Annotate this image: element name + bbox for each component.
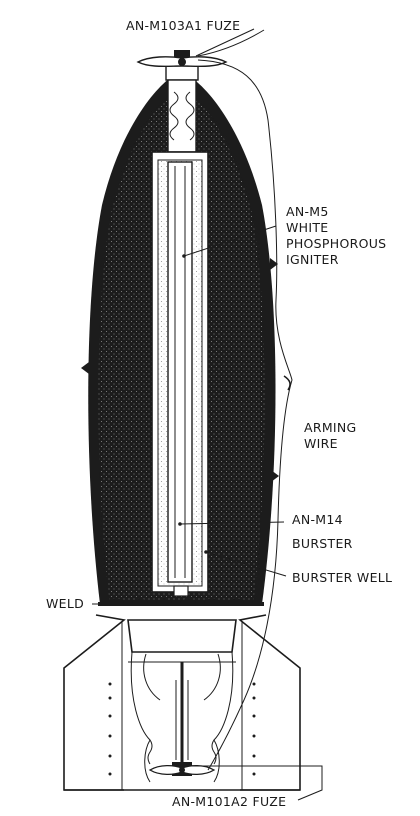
burster: [167, 161, 193, 597]
label-nose-fuze: AN-M103A1 FUZE: [126, 18, 240, 33]
suspension-lugs: [81, 258, 279, 482]
label-igniter-4: IGNITER: [286, 252, 339, 267]
nose-fuze: [136, 50, 228, 153]
weld-seam: [98, 598, 264, 606]
label-igniter-3: PHOSPHOROUS: [286, 236, 386, 251]
arming-wire: [197, 29, 293, 771]
label-burster-1: AN-M14: [292, 512, 343, 527]
label-tail-fuze: AN-M101A2 FUZE: [172, 794, 286, 809]
label-burster-2: BURSTER: [292, 536, 353, 551]
label-igniter-1: AN-M5: [286, 204, 329, 219]
label-igniter-2: WHITE: [286, 220, 328, 235]
rivets-left: [108, 682, 112, 776]
tail-fuze: [148, 762, 216, 776]
rivets-right: [252, 682, 256, 776]
tail-assembly: [63, 614, 301, 791]
labels: AN-M103A1 FUZE AN-M5 WHITE PHOSPHOROUS I…: [46, 18, 392, 809]
label-burster-well: BURSTER WELL: [292, 570, 392, 585]
label-arming-2: WIRE: [304, 436, 338, 451]
label-arming-1: ARMING: [304, 420, 357, 435]
label-weld: WELD: [46, 596, 84, 611]
leader-lines: [92, 28, 323, 801]
